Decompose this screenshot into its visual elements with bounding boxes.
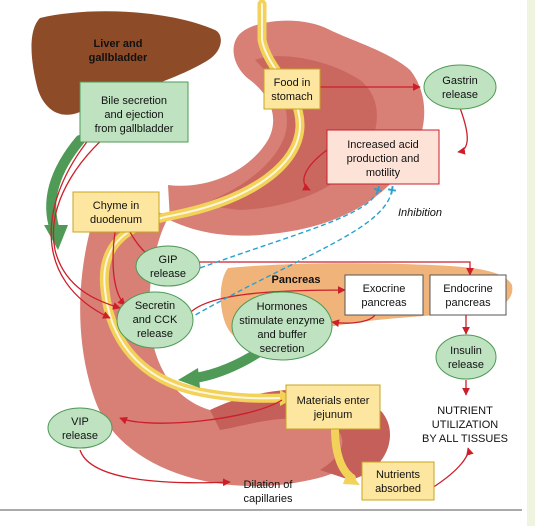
food-line2: stomach [271,91,313,103]
inhibition-lines [189,185,397,319]
utilization-line3: BY ALL TISSUES [422,433,508,445]
gastrin-release-oval [423,64,497,110]
arrow-jejunum-to-vip [119,399,283,425]
liver-shape [31,11,221,115]
gip-release-oval [135,245,201,287]
bile-secretion-box [79,81,189,143]
arrow-secretin-to-bile [52,124,121,310]
exocrine-pancreas-box [344,274,424,316]
materials-line2: jejunum [313,409,353,421]
gastrin-line2: release [442,89,478,101]
acid-line2: production and [347,153,420,165]
materials-jejunum-box [285,384,381,430]
insulin-release-oval [435,334,497,380]
secretin-line2: and CCK [133,314,178,326]
arrow-acid-to-stomach [301,149,328,191]
acid-line1: Increased acid [347,139,419,151]
arrow-vip-to-dilation [79,449,231,487]
secretin-line3: release [137,328,173,340]
materials-line1: Materials enter [297,395,370,407]
insulin-line1: Insulin [450,345,482,357]
hormones-line1: Hormones [257,301,308,313]
endocrine-pancreas-box [429,274,507,316]
inhibition-label: Inhibition [398,207,442,219]
chyme-line1: Chyme in [93,200,139,212]
chyme-box [72,191,160,233]
exocrine-line1: Exocrine [363,283,406,295]
liver-label-line1: Liver and [94,38,143,50]
secretion-flow-arrowhead [178,368,200,388]
arrow-gastrin-to-acid [457,107,468,155]
pancreas-label: Pancreas [272,274,321,286]
dilation-line2: capillaries [244,493,293,505]
insulin-line2: release [448,359,484,371]
bile-line2: and ejection [104,109,163,121]
nutrients-absorbed-box [361,461,435,501]
secretin-cck-oval [116,291,194,349]
secretion-flow-path [190,345,267,383]
dilation-line1: Dilation of [244,479,294,491]
food-line1: Food in [274,77,311,89]
chyme-line2: duodenum [90,214,142,226]
vip-line2: release [62,430,98,442]
bile-flow-arrowhead [44,225,68,250]
gip-line1: GIP [159,254,178,266]
vip-release-oval [47,407,113,449]
utilization-line2: UTILIZATION [432,419,498,431]
arrow-secretin-to-exocrine [185,286,346,319]
arrow-exocrine-to-hormones [331,314,376,327]
gastrin-line1: Gastrin [442,75,477,87]
bile-line3: from gallbladder [95,123,174,135]
food-flow-highlight [103,3,302,400]
inhibition-line-gip [199,185,383,269]
exocrine-line2: pancreas [361,297,407,309]
endocrine-line1: Endocrine [443,283,493,295]
nutrients-line2: absorbed [375,483,421,495]
liver-label-line2: gallbladder [89,52,148,64]
hormones-line2: stimulate enzyme [239,315,325,327]
acid-line3: motility [366,167,401,179]
scrollbar-track[interactable] [527,0,535,526]
hormones-oval [231,291,333,361]
hormones-line4: secretion [260,343,305,355]
arrow-chyme-to-secretin [112,231,126,306]
arrow-gip-to-endocrine [190,261,474,276]
vip-line1: VIP [71,416,89,428]
hormones-line3: and buffer [257,329,307,341]
arrow-bile-loop [50,137,111,319]
bile-line1: Bile secretion [101,95,167,107]
increased-acid-box [326,129,440,185]
nutrients-line1: Nutrients [376,469,421,481]
food-in-stomach-box [263,68,321,110]
gip-line2: release [150,268,186,280]
arrow-nutrients-to-utilization [431,447,474,489]
nutrients-flow-arrowhead [343,470,360,485]
secretin-line1: Secretin [135,300,175,312]
utilization-line1: NUTRIENT [437,405,493,417]
endocrine-line2: pancreas [445,297,491,309]
